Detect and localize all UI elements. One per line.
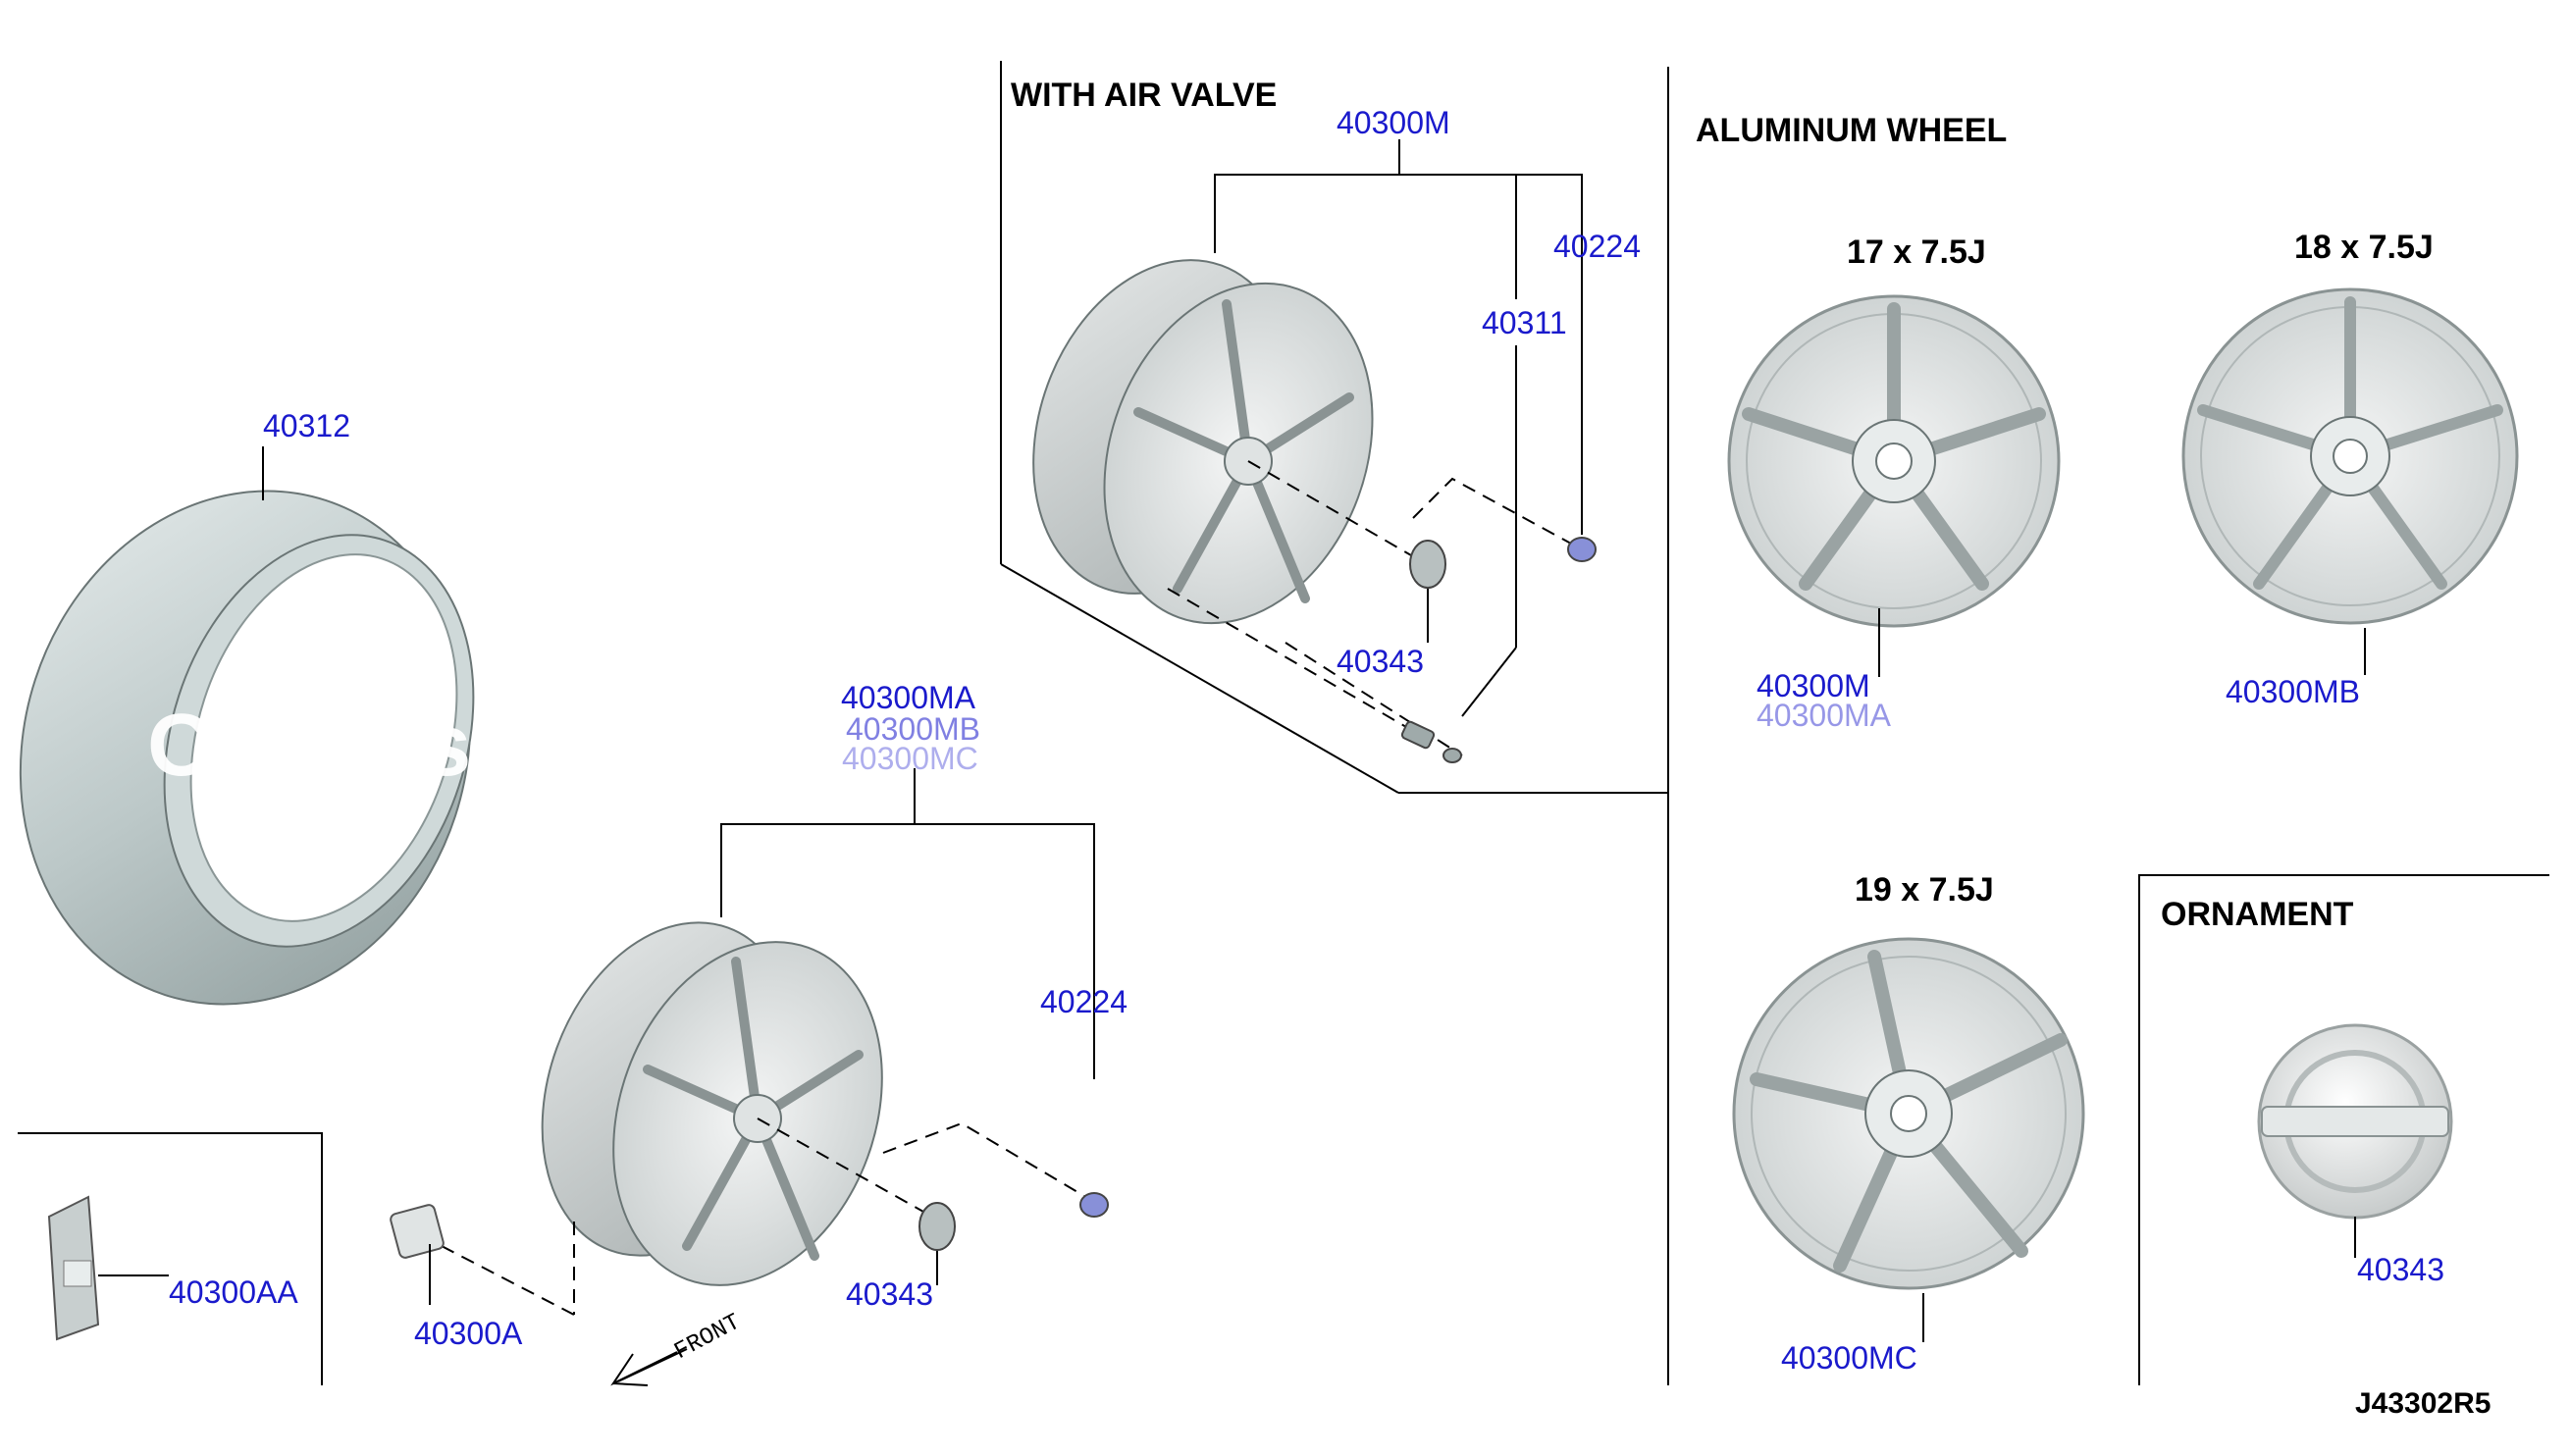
diagram-id: J43302R5 — [2355, 1387, 2491, 1420]
size-18-label: 18 x 7.5J — [2294, 229, 2434, 266]
valve-leaders-top — [1167, 139, 1583, 756]
wheel-19-illustration — [1732, 937, 2085, 1290]
part-label-40300MC-19[interactable]: 40300MC — [1781, 1340, 1917, 1376]
part-label-40300MC-partial[interactable]: 40300MC — [842, 741, 978, 776]
valve-cap-icon — [1567, 537, 1597, 562]
size-19-label: 19 x 7.5J — [1855, 871, 1994, 909]
front-direction-arrow — [610, 1348, 688, 1386]
balance-weight-a-icon — [390, 1204, 445, 1259]
wheel-lower-illustration — [541, 921, 883, 1286]
section-borders — [18, 61, 2549, 1385]
header-with-air-valve: WITH AIR VALVE — [1011, 77, 1277, 114]
wheel-17-illustration — [1727, 294, 2061, 628]
part-label-40311[interactable]: 40311 — [1482, 305, 1567, 340]
wheel-18-illustration — [2181, 287, 2519, 625]
part-label-40343-lower[interactable]: 40343 — [846, 1276, 933, 1312]
valve-cap-icon-lower — [1079, 1192, 1109, 1218]
ornament-illustration — [2257, 1023, 2453, 1220]
part-label-40343-ornament[interactable]: 40343 — [2357, 1252, 2444, 1287]
header-ornament: ORNAMENT — [2161, 896, 2354, 933]
watermark: Owners — [147, 697, 471, 795]
ornament-cap-icon-top — [1409, 540, 1446, 589]
part-label-40300MA[interactable]: 40300MA — [841, 680, 976, 715]
part-label-40300M-17[interactable]: 40300M — [1757, 668, 1870, 703]
part-label-40224-lower[interactable]: 40224 — [1040, 984, 1128, 1019]
part-label-40300M-top[interactable]: 40300M — [1337, 105, 1450, 140]
ornament-cap-icon-lower — [918, 1202, 956, 1251]
part-label-40300MB-partial[interactable]: 40300MB — [846, 711, 980, 747]
balance-weight-aa-icon — [47, 1195, 100, 1341]
part-label-40300MB-18[interactable]: 40300MB — [2226, 674, 2360, 709]
tire-illustration — [19, 490, 475, 1006]
part-label-40300AA[interactable]: 40300AA — [169, 1274, 298, 1310]
part-label-40343-top[interactable]: 40343 — [1337, 644, 1424, 679]
wheel-lower-leaders — [441, 768, 1095, 1316]
wheel-with-valve-illustration — [1032, 259, 1374, 625]
part-label-40312[interactable]: 40312 — [263, 408, 350, 443]
part-label-40224-top[interactable]: 40224 — [1553, 229, 1641, 264]
part-label-40300A[interactable]: 40300A — [414, 1316, 523, 1351]
size-17-label: 17 x 7.5J — [1847, 234, 1986, 271]
header-aluminum-wheel: ALUMINUM WHEEL — [1696, 112, 2007, 149]
part-label-40300MA-17[interactable]: 40300MA — [1757, 698, 1892, 733]
air-valve-sensor-icon — [1400, 720, 1462, 763]
front-label: FRONT — [670, 1309, 745, 1366]
